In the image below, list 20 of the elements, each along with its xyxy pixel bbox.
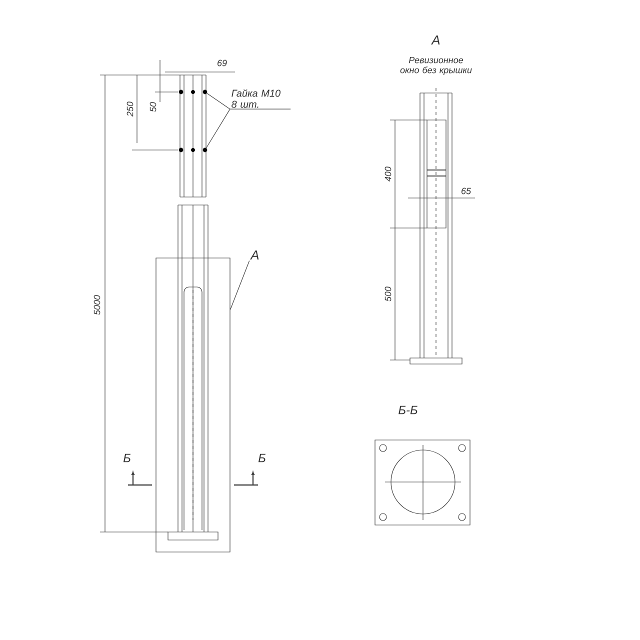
section-letter: Б	[258, 454, 266, 462]
leader-line	[206, 93, 230, 110]
view-title: A	[431, 36, 440, 44]
dimension-value: 5000	[94, 295, 100, 315]
view-caption: Ревизионное окно без крышки	[400, 56, 472, 76]
dimension-value: 65	[462, 188, 472, 194]
section-title: Б-Б	[398, 406, 418, 414]
leader-line	[206, 108, 230, 148]
nut-symbol	[202, 148, 208, 152]
dimension-value: 500	[384, 286, 392, 302]
dimension-value: 400	[384, 166, 392, 182]
dimension-value: 69	[218, 60, 227, 66]
dimension-value: 50	[150, 102, 156, 112]
dimension-value: 250	[126, 102, 134, 117]
section-letter: Б	[123, 454, 130, 462]
callout-text: Гайка М10 8 шт.	[232, 89, 281, 108]
callout-letter: A	[250, 250, 259, 260]
detail-frame	[156, 258, 230, 552]
nut-symbol	[202, 90, 208, 94]
leader-line	[230, 260, 250, 310]
